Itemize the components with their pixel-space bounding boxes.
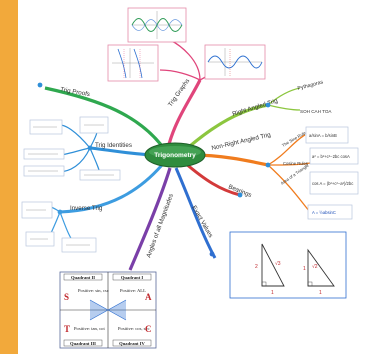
triangle1-side-a: 2 <box>255 264 258 270</box>
quadrant-letter-c: C <box>145 324 152 334</box>
graph-thumbnail-left <box>107 44 159 82</box>
branch-trig-proofs <box>44 86 167 151</box>
quadrant-3-title: Quadrant III <box>70 341 96 346</box>
label-inverse-trig: Inverse Trig <box>70 205 103 212</box>
center-node-highlight <box>149 146 201 158</box>
formula-cosine-2: cos A = (b²+c²−a²)/2bc <box>312 181 353 186</box>
node-dot-right-angled <box>265 102 271 108</box>
identities-link-2 <box>59 147 91 156</box>
formula-sine-rule: a/sinA = b/sinB <box>309 133 337 138</box>
quadrant-1-text: Positive: ALL <box>120 288 146 293</box>
label-non-right-angled-trig: Non-Right Angled Trig <box>211 131 272 152</box>
nonright-link-sine <box>267 134 306 166</box>
quadrant-3-text: Positive: tan, cot <box>74 326 105 332</box>
branch-angles-all-magnitudes <box>128 167 172 271</box>
formula-box-cosine-1 <box>309 147 359 165</box>
branch-trig-graphs <box>166 79 202 149</box>
quadrant-1-title: Quadrant I <box>121 275 144 280</box>
leaf-sine-rule: The Sine Rule <box>281 130 307 148</box>
leaf-cosine-rule: Cosine Rules <box>283 161 308 166</box>
nonright-link-cosine <box>267 162 311 166</box>
triangle1-side-c: 1 <box>271 290 274 296</box>
formula-box-sine-rule <box>305 126 349 144</box>
node-dot-bearings <box>237 192 243 198</box>
right-link-pythagoras <box>267 87 301 106</box>
node-dot-trig-identities <box>87 145 93 151</box>
quadrant-2-text: Positive: sin, csc <box>78 288 109 294</box>
branch-inverse-trig <box>59 164 164 214</box>
node-dot-exact-values <box>209 251 215 257</box>
triangle2-side-b: 1 <box>303 266 306 272</box>
center-title: Trigonometry <box>154 152 196 159</box>
quadrant-4-text: Positive: cos, sec <box>118 326 150 332</box>
formula-area: A = ½absinC <box>312 210 336 215</box>
exact-values-box <box>229 231 347 299</box>
branch-bearings <box>184 161 241 197</box>
triangle2-side-c: 1 <box>319 290 322 296</box>
formula-cosine-1: a² = b²+c²−2bc cosA <box>312 154 350 159</box>
graph-thumbnail-top <box>127 7 187 43</box>
label-right-angled-trig: Right Angled Trig <box>232 97 280 118</box>
triangle1-side-b: √3 <box>275 260 281 267</box>
quadrant-letter-a: A <box>145 292 152 302</box>
quadrant-letter-s: S <box>64 292 69 302</box>
formula-box-cosine-2 <box>309 171 359 195</box>
label-trig-identities: Trig Identities <box>95 142 132 149</box>
identity-boxes <box>23 116 121 181</box>
graphs-link-left <box>159 69 201 81</box>
node-dot-non-right <box>265 162 271 168</box>
nonright-link-area <box>267 164 311 213</box>
formula-box-area <box>307 204 353 220</box>
leaf-pythagoras: Pythagoras <box>297 79 324 92</box>
leaf-sohcahtoa: SOH CAH TOA <box>300 109 332 114</box>
graph-thumbnail-right <box>204 44 266 80</box>
branch-right-angled-trig <box>188 103 269 148</box>
branch-exact-values <box>174 167 217 259</box>
quadrant-2-title: Quadrant II <box>71 275 95 280</box>
node-dot-trig-proofs <box>37 82 43 88</box>
quadrant-letter-t: T <box>64 324 70 334</box>
quadrant-4-title: Quadrant IV <box>119 341 145 346</box>
right-link-sohcahtoa <box>267 104 301 111</box>
node-dot-inverse-trig <box>57 209 63 215</box>
quadrant-diagram <box>59 271 157 349</box>
triangle2-side-a: √2 <box>312 263 318 270</box>
inverse-trig-boxes <box>21 201 97 253</box>
